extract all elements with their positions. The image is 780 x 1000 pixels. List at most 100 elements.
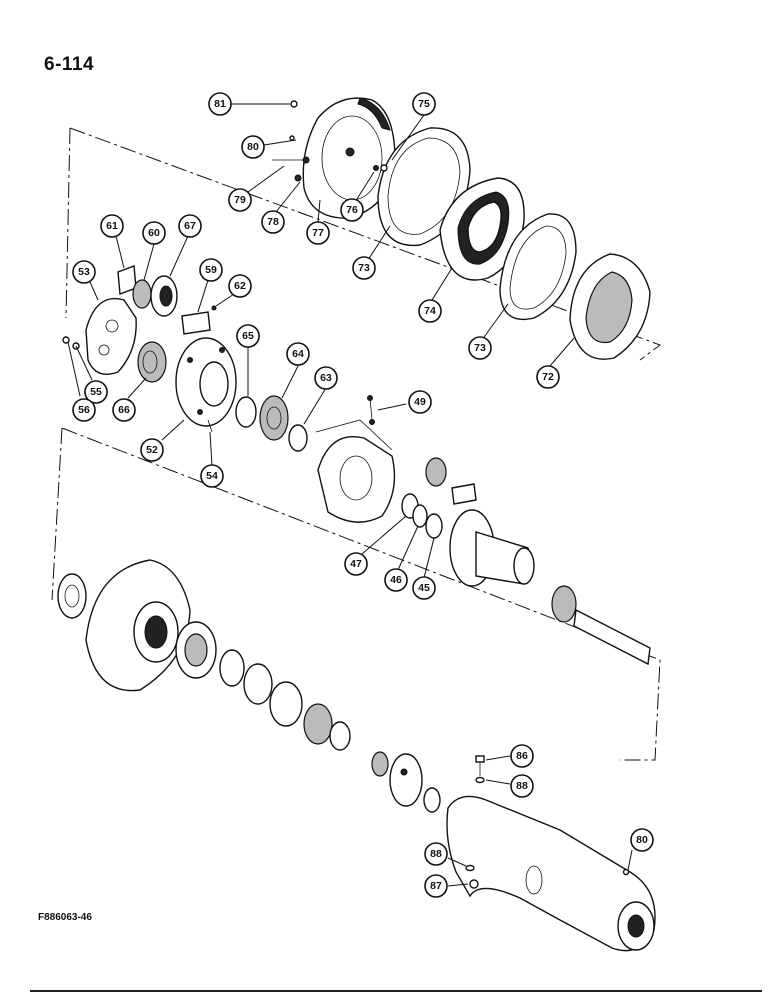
svg-text:81: 81: [214, 98, 226, 110]
callout-67: 67: [178, 214, 202, 238]
svg-text:62: 62: [234, 280, 246, 292]
hub-52: [175, 337, 237, 427]
output-shaft: [551, 585, 651, 666]
leader-lines: [67, 103, 633, 887]
svg-text:63: 63: [320, 372, 332, 384]
seal: [57, 573, 87, 619]
callout-80-lower: 80: [630, 828, 654, 852]
callout-55: 55: [84, 380, 108, 404]
sun-gear-64: [259, 395, 289, 441]
seal-ring: [329, 721, 351, 751]
svg-text:54: 54: [206, 470, 218, 482]
svg-text:49: 49: [414, 396, 426, 408]
callout-49: 49: [408, 390, 432, 414]
callout-88-upper: 88: [510, 774, 534, 798]
svg-text:77: 77: [312, 227, 324, 239]
figure-code: F886063-46: [38, 912, 92, 923]
svg-text:76: 76: [346, 204, 358, 216]
splined-shaft-66: [137, 341, 167, 383]
drive-flange: [371, 751, 441, 813]
svg-text:52: 52: [146, 444, 158, 456]
callout-56: 56: [72, 398, 96, 422]
svg-text:46: 46: [390, 574, 402, 586]
spacer-ring-c: [269, 681, 303, 727]
svg-text:88: 88: [430, 848, 442, 860]
svg-text:80: 80: [247, 141, 259, 153]
callout-88-lower: 88: [424, 842, 448, 866]
spacer-ring-b: [243, 663, 273, 705]
bearing-60: [132, 279, 152, 309]
svg-text:67: 67: [184, 220, 196, 232]
svg-text:75: 75: [418, 98, 430, 110]
svg-text:87: 87: [430, 880, 442, 892]
callout-79: 79: [228, 188, 252, 212]
ring-gear-72: [569, 253, 651, 360]
callout-46: 46: [384, 568, 408, 592]
svg-text:60: 60: [148, 227, 160, 239]
callout-74: 74: [418, 299, 442, 323]
spindle-housing: [449, 509, 535, 587]
spacer-ring-a: [219, 649, 245, 687]
svg-text:74: 74: [424, 305, 436, 317]
callout-61: 61: [100, 214, 124, 238]
center-lines: [51, 127, 662, 761]
callout-80-top: 80: [241, 135, 265, 159]
svg-text:64: 64: [292, 348, 304, 360]
snap-ring-65: [235, 396, 257, 428]
callout-77: 77: [306, 221, 330, 245]
axle-housing: [446, 795, 656, 952]
callout-64: 64: [286, 342, 310, 366]
callout-66: 66: [112, 398, 136, 422]
svg-text:86: 86: [516, 750, 528, 762]
callout-73-lower: 73: [468, 336, 492, 360]
ring-46: [412, 504, 428, 528]
gasket-73-lower: [499, 213, 577, 320]
svg-text:80: 80: [636, 834, 648, 846]
callout-47: 47: [344, 552, 368, 576]
callouts: 81 80 79 78 77 76 75 73 74 73 72 61 60 6…: [72, 92, 654, 898]
callout-73-upper: 73: [352, 256, 376, 280]
svg-text:78: 78: [267, 216, 279, 228]
bottom-rule: [30, 990, 762, 992]
svg-text:53: 53: [78, 266, 90, 278]
callout-81: 81: [208, 92, 232, 116]
callout-87: 87: [424, 874, 448, 898]
callout-45: 45: [412, 576, 436, 600]
washer-88-lower: [465, 864, 475, 872]
bolts-49: [367, 395, 375, 425]
ring-45: [425, 513, 443, 539]
page-number: 6-114: [44, 54, 95, 75]
svg-text:61: 61: [106, 220, 118, 232]
callout-52: 52: [140, 438, 164, 462]
svg-text:73: 73: [474, 342, 486, 354]
nut-87: [469, 879, 479, 889]
nut-55: [62, 336, 70, 344]
svg-text:73: 73: [358, 262, 370, 274]
bearing-cup: [303, 703, 333, 745]
callout-59: 59: [199, 258, 223, 282]
callout-78: 78: [261, 210, 285, 234]
svg-text:88: 88: [516, 780, 528, 792]
ball-62: [211, 305, 217, 311]
svg-text:56: 56: [78, 404, 90, 416]
svg-text:66: 66: [118, 404, 130, 416]
hardware-top: [272, 100, 388, 182]
wheel-hub: [85, 559, 191, 692]
svg-text:72: 72: [542, 371, 554, 383]
planet-carrier-assembly: [315, 419, 477, 523]
svg-text:55: 55: [90, 386, 102, 398]
callout-63: 63: [314, 366, 338, 390]
callout-75: 75: [412, 92, 436, 116]
callout-53: 53: [72, 260, 96, 284]
callout-65: 65: [236, 324, 260, 348]
callout-76: 76: [340, 198, 364, 222]
svg-text:59: 59: [205, 264, 217, 276]
bearing-cone: [175, 621, 217, 679]
callout-60: 60: [142, 221, 166, 245]
svg-text:65: 65: [242, 330, 254, 342]
callout-72: 72: [536, 365, 560, 389]
bolt-54: [207, 419, 213, 433]
callout-86: 86: [510, 744, 534, 768]
